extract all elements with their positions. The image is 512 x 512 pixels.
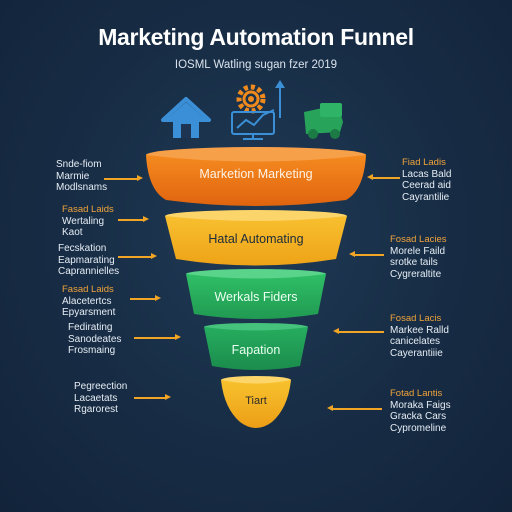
left-note-2: Fasad Laids Wertaling Kaot — [62, 204, 114, 239]
funnel-stage-3-label: Werkals Fiders — [214, 290, 298, 304]
funnel-stage-5-label: Tiart — [245, 395, 267, 407]
arrow-right-3 — [333, 328, 384, 334]
note-line: Lacaetats — [74, 392, 118, 404]
right-note-2: Fosad Lacies Morele Faild srotke tails C… — [390, 234, 447, 280]
note-heading: Fiad Ladis — [402, 157, 446, 168]
note-heading: Fosad Lacies — [390, 234, 447, 245]
note-line: Alacetertcs — [62, 295, 112, 307]
left-note-6: Pegreection Lacaetats Rgarorest — [74, 381, 127, 416]
note-line: canicelates — [390, 336, 441, 347]
note-line: Morele Faild — [390, 245, 446, 257]
note-line: Cayrantilie — [402, 191, 450, 203]
note-line: Marmie — [56, 170, 90, 182]
note-heading: Fosad Lacis — [390, 313, 442, 324]
note-line: Epyarsment — [62, 307, 116, 318]
home-icon — [161, 97, 211, 138]
note-line: Cayerantiiie — [390, 347, 443, 359]
funnel-stage-1 — [146, 147, 366, 206]
arrow-left-3 — [118, 253, 157, 259]
chart-monitor-icon — [231, 80, 285, 140]
note-line: Markee Ralld — [390, 324, 449, 336]
arrow-left-4 — [130, 295, 161, 301]
arrow-left-2 — [118, 216, 149, 222]
funnel-stage-2 — [165, 210, 347, 266]
truck-icon — [304, 103, 343, 139]
arrow-left-5 — [134, 334, 181, 340]
arrow-right-1 — [367, 174, 400, 180]
page-subtitle: IOSML Watling sugan fzer 2019 — [174, 59, 338, 71]
note-line: Fecskation — [58, 243, 107, 254]
arrow-left-6 — [134, 394, 171, 400]
note-heading: Fasad Laids — [62, 204, 114, 215]
arrow-right-4 — [327, 405, 382, 411]
funnel-stage-4-label: Fapation — [231, 343, 281, 357]
funnel-stage-5 — [221, 376, 291, 428]
note-line: Cypromeline — [390, 422, 447, 434]
funnel-stage-2-label: Hatal Automating — [208, 232, 304, 246]
note-line: Moraka Faigs — [390, 399, 451, 411]
funnel-stage-1-label: Marketion Marketing — [199, 167, 313, 181]
right-note-4: Fotad Lantis Moraka Faigs Gracka Cars Cy… — [390, 388, 451, 434]
note-line: Ceerad aid — [402, 180, 451, 191]
note-line: Caprannielles — [58, 266, 120, 277]
icon-row — [161, 80, 343, 140]
note-line: Kaot — [62, 227, 83, 238]
left-note-4: Fasad Laids Alacetertcs Epyarsment — [62, 284, 115, 319]
arrow-left-1 — [104, 175, 143, 181]
right-note-3: Fosad Lacis Markee Ralld canicelates Cay… — [390, 313, 449, 359]
left-note-3: Fecskation Eapmarating Caprannielles — [58, 243, 119, 278]
note-line: Lacas Bald — [402, 168, 452, 180]
gear-icon — [236, 84, 266, 114]
note-line: Sanodeates — [68, 333, 122, 345]
note-line: Cygreraltite — [390, 268, 442, 280]
note-line: Eapmarating — [58, 254, 115, 266]
note-line: Gracka Cars — [390, 411, 447, 422]
note-line: Frosmaing — [68, 345, 116, 356]
left-note-5: Fedirating Sanodeates Frosmaing — [68, 322, 121, 357]
note-line: Pegreection — [74, 381, 128, 392]
page-title: Marketing Automation Funnel — [98, 24, 414, 50]
note-line: Wertaling — [62, 215, 105, 227]
note-line: Fedirating — [68, 322, 113, 333]
left-note-1: Snde-fiom Marmie Modlsnams — [56, 159, 107, 194]
note-heading: Fasad Laids — [62, 284, 114, 295]
note-line: Snde-fiom — [56, 159, 102, 170]
note-line: Modlsnams — [56, 182, 108, 193]
note-heading: Fotad Lantis — [390, 388, 443, 399]
funnel-stage-3 — [186, 269, 326, 319]
arrow-right-2 — [349, 251, 384, 257]
note-line: srotke tails — [390, 257, 438, 268]
funnel-stage-4 — [204, 323, 308, 370]
right-note-1: Fiad Ladis Lacas Bald Ceerad aid Cayrant… — [402, 157, 451, 203]
note-line: Rgarorest — [74, 404, 118, 415]
